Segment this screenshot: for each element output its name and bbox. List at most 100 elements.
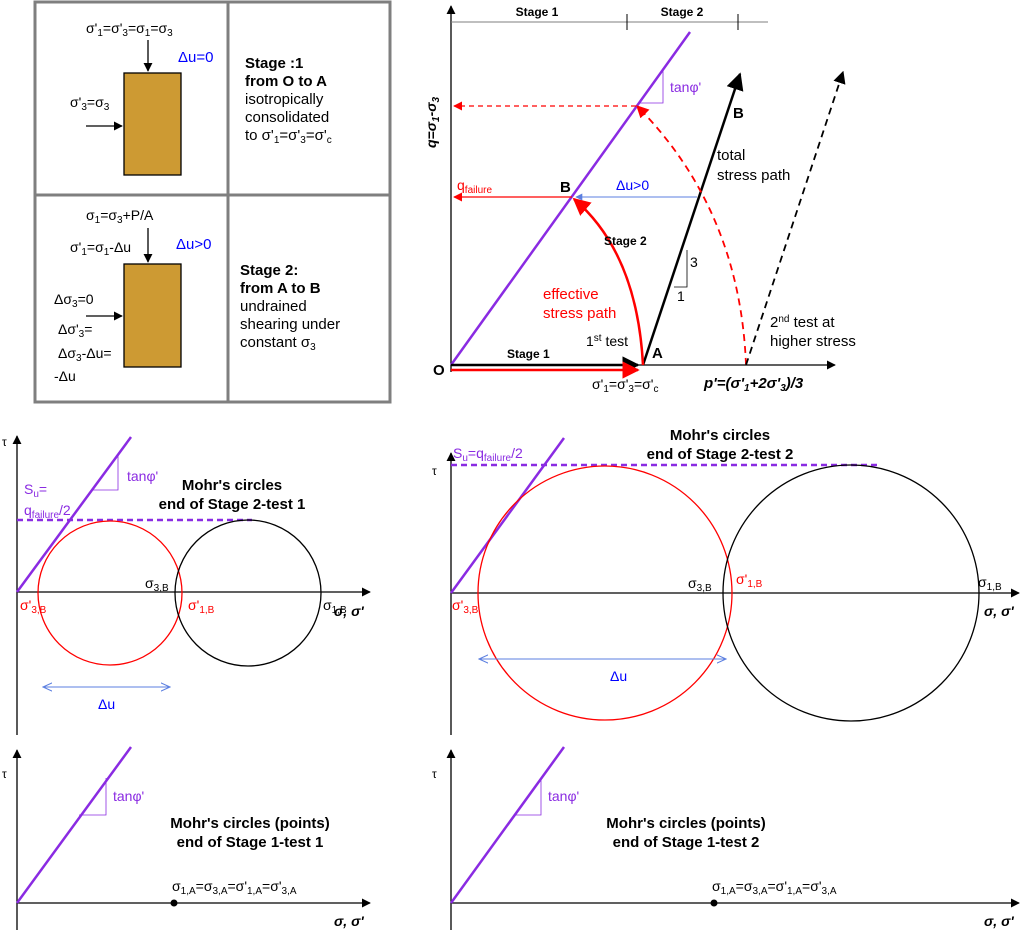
stage2-desc-3: constant σ3 [240, 334, 316, 353]
mohr1-failure-envelope [15, 436, 133, 593]
points-test2-diagram: τ σ, σ' tanφ' Mohr's circles (points) en… [432, 746, 1020, 930]
slope-triangle [674, 250, 688, 288]
stage1-desc-3: to σ'1=σ'3=σ'c [245, 127, 332, 146]
tan-phi-label: tanφ' [670, 79, 701, 95]
total-stress-path [641, 72, 744, 366]
mohr-test2-diagram: τ σ, σ' Su=qfailure/2 Mohr's circles end… [432, 427, 1020, 735]
mohr2-s1b-label: σ1,B [978, 574, 1002, 593]
mohr1-effective-circle [37, 520, 183, 666]
points2-title-2: end of Stage 1-test 2 [613, 834, 760, 851]
stress-path-diagram: q=σ1-σ3 Stage 1 Stage 2 tanφ' qfailure Δ… [423, 5, 856, 395]
slope-1: 1 [677, 288, 685, 304]
mohr1-tau-label: τ [2, 435, 7, 449]
stage2-desc-1: undrained [240, 298, 307, 315]
first-test-label: 1st test [586, 333, 628, 349]
stage1-path: from O to A [245, 73, 327, 90]
mohr2-effective-circle [477, 465, 733, 721]
point-A-equation: σ'1=σ'3=σ'c [592, 376, 658, 395]
points1-sigma-axis-label: σ, σ' [334, 913, 364, 929]
effective-stress-path [572, 197, 645, 366]
points1-tau-label: τ [2, 767, 7, 781]
stage-panel: σ'1=σ'3=σ1=σ3 Δu=0 σ'3=σ3 Stage :1 from … [33, 0, 392, 404]
mohr1-su-label: Su= [24, 481, 47, 500]
points2-point [710, 899, 718, 907]
mohr2-title-2: end of Stage 2-test 2 [647, 446, 794, 463]
total-stress-path-label-1: total [717, 147, 745, 164]
points1-title-2: end of Stage 1-test 1 [177, 834, 324, 851]
effective-stress-path-label-2: stress path [543, 305, 616, 322]
stage2-du: Δu>0 [176, 236, 211, 253]
stage1-desc-2: consolidated [245, 109, 329, 126]
points1-title-1: Mohr's circles (points) [170, 815, 329, 832]
stage2-delta-sigma3: Δσ3=0 [54, 291, 94, 310]
points1-tan-phi-triangle [79, 778, 107, 816]
mohr2-s1b-eff-label: σ'1,B [736, 571, 763, 590]
point-B: B [560, 179, 571, 196]
q-axis-label: q=σ1-σ3 [423, 96, 442, 148]
stage-bar-label-1: Stage 1 [516, 5, 559, 19]
stage1-left-stress: σ'3=σ3 [70, 94, 110, 113]
mohr2-su-label: Su=qfailure/2 [453, 445, 523, 464]
mohr1-s3b-label: σ3,B [145, 575, 169, 594]
points2-equation: σ1,A=σ3,A=σ'1,A=σ'3,A [712, 878, 837, 897]
du-gt0-label: Δu>0 [616, 177, 649, 193]
stage2-eq-line2: Δσ3-Δu= [58, 345, 112, 364]
points2-tau-label: τ [432, 767, 437, 781]
points1-point [170, 899, 178, 907]
stage2-eq-line3: -Δu [54, 368, 76, 384]
failure-envelope [449, 31, 692, 366]
second-effective-path [636, 105, 747, 366]
second-total-path [745, 70, 846, 366]
stage2-eq-line1: Δσ'3= [58, 321, 92, 340]
mohr-test1-diagram: τ σ, σ' tanφ' Su= qfailure/2 Mohr's circ… [2, 435, 371, 735]
mohr2-s3b-eff-label: σ'3,B [452, 597, 479, 616]
point-B-top: B [733, 105, 744, 122]
mohr1-s1b-eff-label: σ'1,B [188, 597, 215, 616]
slope-3: 3 [690, 254, 698, 270]
q-failure-label: qfailure [457, 177, 492, 196]
stage2-label: Stage 2 [604, 234, 647, 248]
stage1-title: Stage :1 [245, 55, 303, 72]
mohr1-total-circle [174, 519, 322, 667]
points1-failure-envelope [15, 746, 133, 904]
points2-tan-phi-triangle [514, 778, 542, 816]
mohr1-title-1: Mohr's circles [182, 477, 282, 494]
points1-equation: σ1,A=σ3,A=σ'1,A=σ'3,A [172, 878, 297, 897]
points2-failure-envelope [449, 746, 566, 904]
second-test-label-1: 2nd test at [770, 314, 835, 331]
stage-panel-border [33, 0, 392, 404]
stage-bar-label-2: Stage 2 [661, 5, 704, 19]
second-test-label-2: higher stress [770, 333, 856, 350]
mohr1-s1b-label: σ1,B [323, 597, 347, 616]
effective-stress-path-label-1: effective [543, 286, 599, 303]
origin-O: O [433, 362, 445, 379]
p-axis-label: p'=(σ'1+2σ'3)/3 [703, 375, 804, 394]
stage1-label: Stage 1 [507, 347, 550, 361]
stage2-mid-stress: σ'1=σ1-Δu [70, 239, 131, 258]
stage1-desc-1: isotropically [245, 91, 324, 108]
stage2-desc-2: shearing under [240, 316, 340, 333]
points1-tan-phi-label: tanφ' [113, 788, 144, 804]
mohr2-s3b-label: σ3,B [688, 575, 712, 594]
point-A: A [652, 345, 663, 362]
stage1-top-stress: σ'1=σ'3=σ1=σ3 [86, 20, 173, 39]
mohr2-title-1: Mohr's circles [670, 427, 770, 444]
points2-sigma-axis-label: σ, σ' [984, 913, 1014, 929]
mohr1-title-2: end of Stage 2-test 1 [159, 496, 306, 513]
mohr1-s3b-eff-label: σ'3,B [20, 597, 47, 616]
points2-title-1: Mohr's circles (points) [606, 815, 765, 832]
mohr1-sigma-axis-label: σ, σ' [334, 603, 364, 619]
mohr2-sigma-axis-label: σ, σ' [984, 603, 1014, 619]
mohr1-qf-label: qfailure/2 [24, 502, 71, 521]
stage2-path: from A to B [240, 280, 321, 297]
points2-tan-phi-label: tanφ' [548, 788, 579, 804]
stage1-sample [123, 72, 182, 176]
points-test1-diagram: τ σ, σ' tanφ' Mohr's circles (points) en… [2, 746, 371, 930]
stage2-top-stress: σ1=σ3+P/A [86, 207, 154, 226]
mohr2-du-label: Δu [610, 668, 627, 684]
mohr2-total-circle [722, 464, 980, 722]
tan-phi-triangle [638, 68, 664, 104]
stage1-du: Δu=0 [178, 49, 213, 66]
stage2-sample [123, 263, 182, 368]
